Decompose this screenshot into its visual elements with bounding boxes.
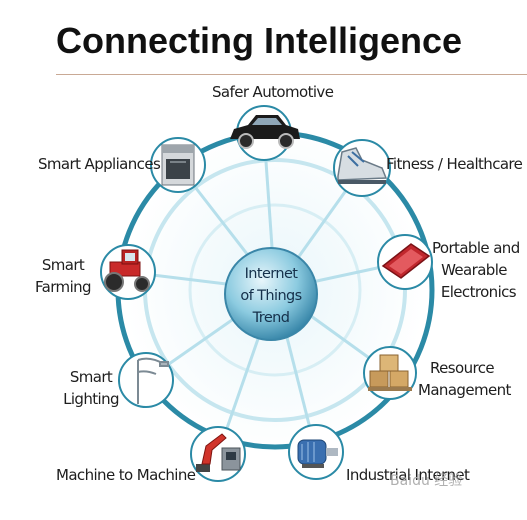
center-line-2: of Things — [240, 288, 302, 304]
label-lighting: Smart Lighting — [62, 366, 120, 410]
title-divider — [56, 74, 527, 75]
label-resource-line-2: Management — [418, 381, 511, 399]
label-lighting-line-1: Smart — [69, 368, 113, 386]
inner-ring-small — [188, 203, 362, 377]
motor-icon — [297, 439, 338, 468]
node-automotive — [230, 105, 300, 161]
node-lighting — [118, 352, 174, 408]
label-farming-line-1: Smart — [41, 256, 85, 274]
label-resource-line-1: Resource — [430, 359, 495, 377]
car-icon — [230, 115, 300, 149]
label-farming: Smart Farming — [34, 254, 92, 298]
node-fitness — [333, 139, 391, 197]
label-lighting-line-2: Lighting — [63, 390, 119, 408]
center-globe — [224, 247, 318, 341]
tablet-icon — [381, 243, 431, 279]
label-wearable-line-1: Portable and — [432, 239, 520, 257]
label-wearable-line-2: Wearable — [441, 261, 507, 279]
page-title: Connecting Intelligence — [56, 20, 463, 61]
label-resource: Resource Management — [418, 357, 511, 401]
node-appliances — [150, 137, 206, 193]
node-wearable — [377, 234, 433, 290]
watermark: Baidu 经验 — [390, 473, 463, 489]
label-fitness: Fitness / Healthcare — [386, 155, 523, 173]
street-lamp-icon — [137, 357, 169, 404]
label-wearable: Portable and Wearable Electronics — [432, 237, 520, 303]
label-appliances: Smart Appliances — [38, 155, 161, 173]
node-resource — [363, 346, 417, 400]
tractor-icon — [104, 249, 150, 292]
stove-icon — [161, 144, 195, 186]
node-industrial — [288, 424, 344, 480]
label-m2m: Machine to Machine — [56, 466, 196, 484]
center-line-1: Internet — [244, 266, 298, 282]
label-farming-line-2: Farming — [35, 278, 92, 296]
node-m2m — [190, 426, 246, 482]
label-industrial: Industrial Internet — [346, 466, 470, 484]
label-wearable-line-3: Electronics — [440, 283, 517, 301]
node-farming — [100, 244, 156, 300]
center-line-3: Trend — [252, 310, 290, 326]
boxes-icon — [368, 354, 412, 391]
robot-arm-icon — [196, 433, 241, 472]
label-automotive: Safer Automotive — [212, 83, 334, 101]
center-label: Internet of Things Trend — [226, 263, 316, 329]
sneaker-icon — [337, 147, 388, 184]
